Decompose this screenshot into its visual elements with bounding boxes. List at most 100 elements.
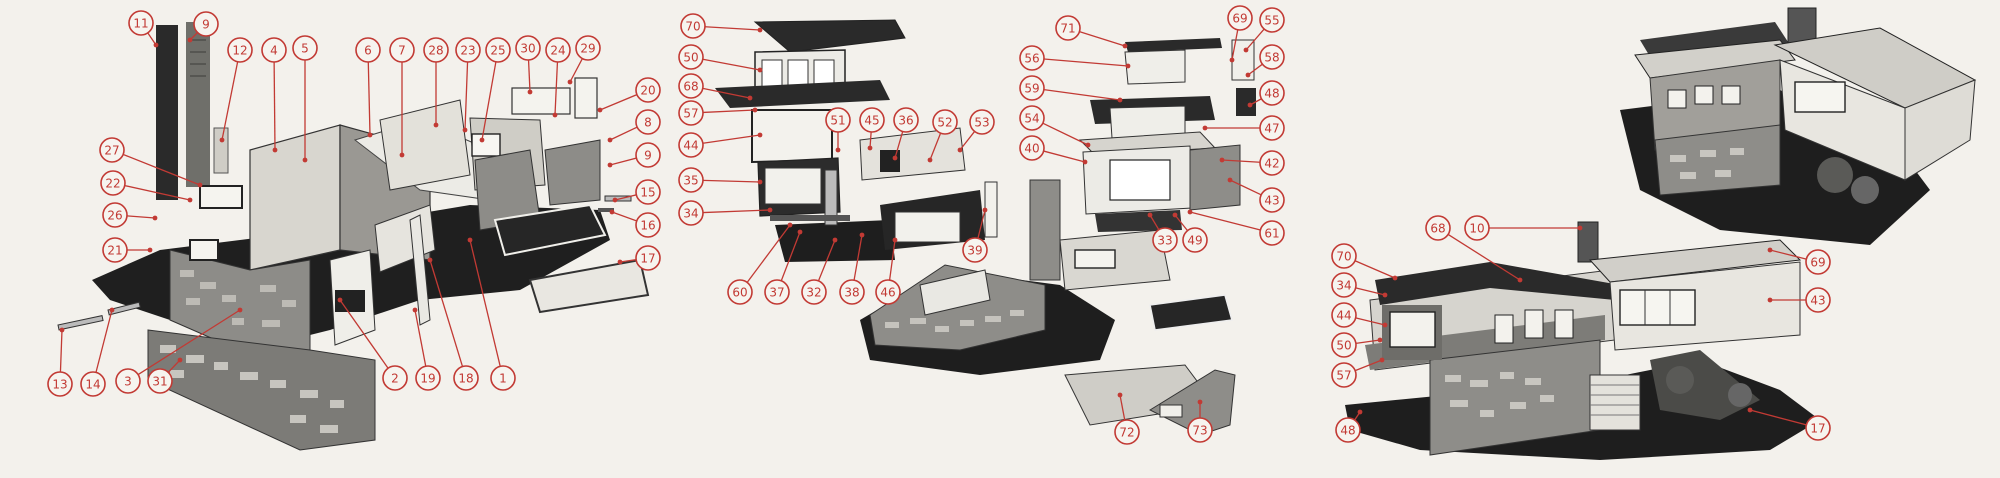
leader-line: [959, 131, 976, 151]
callout-10: 10: [1464, 215, 1583, 241]
callout-number: 29: [580, 42, 595, 56]
callout-number: 68: [683, 80, 698, 94]
leader-dot: [302, 157, 308, 163]
leader-line: [1221, 159, 1261, 163]
leader-dot: [835, 147, 841, 153]
callout-circle: [389, 37, 415, 63]
callout-number: 31: [152, 375, 167, 389]
callout-circle: [1805, 415, 1831, 441]
callout-circle: [635, 245, 661, 271]
callout-circle: [1259, 7, 1285, 33]
callout-number: 4: [270, 44, 278, 58]
leader-dot: [892, 155, 898, 161]
leader-dot: [152, 215, 158, 221]
leader-dot: [867, 145, 873, 151]
callout-number: 12: [232, 44, 247, 58]
leader-line: [1245, 28, 1265, 51]
leader-dot: [1125, 63, 1131, 69]
callout-29: 29: [567, 35, 601, 85]
callout-number: 3: [124, 375, 132, 389]
leader-line: [1043, 58, 1129, 67]
leader-line: [1119, 394, 1126, 421]
callout-circle: [1055, 15, 1081, 41]
callout-18: 18: [427, 257, 479, 391]
callout-38: 38: [839, 232, 865, 305]
leader-dot: [607, 137, 613, 143]
callout-48: 48: [1247, 80, 1285, 108]
leader-line: [1149, 214, 1160, 231]
leader-dot: [567, 79, 573, 85]
callout-number: 33: [1157, 234, 1172, 248]
callout-circle: [1182, 227, 1208, 253]
leader-dot: [479, 137, 485, 143]
leader-line: [977, 209, 986, 239]
leader-line: [95, 309, 113, 373]
leader-line: [1043, 88, 1121, 101]
leader-dot: [1747, 407, 1753, 413]
callout-55: 55: [1243, 7, 1285, 53]
callout-number: 58: [1264, 51, 1279, 65]
leader-line: [746, 224, 791, 283]
callout-60: 60: [727, 222, 793, 305]
callout-39: 39: [962, 207, 988, 263]
callout-number: 9: [202, 18, 210, 32]
callout-number: 43: [1810, 294, 1825, 308]
callout-51: 51: [825, 107, 851, 153]
callout-number: 34: [1336, 279, 1351, 293]
callout-number: 57: [683, 107, 698, 121]
callout-number: 69: [1232, 12, 1247, 26]
callout-circle: [839, 279, 865, 305]
callout-circle: [423, 37, 449, 63]
callout-number: 48: [1340, 424, 1355, 438]
callout-number: 50: [683, 51, 698, 65]
callout-number: 21: [107, 244, 122, 258]
callout-30: 30: [515, 35, 541, 95]
callout-number: 53: [974, 116, 989, 130]
callout-number: 48: [1264, 87, 1279, 101]
callout-circle: [1259, 220, 1285, 246]
callout-number: 43: [1264, 194, 1279, 208]
leader-line: [869, 131, 872, 149]
callout-33: 33: [1147, 212, 1178, 253]
callout-number: 37: [769, 286, 784, 300]
leader-dot: [1117, 97, 1123, 103]
leader-line: [469, 239, 501, 367]
callout-26: 26: [102, 202, 158, 228]
assembled-house-rear: [1620, 7, 1977, 245]
callout-circle: [1227, 5, 1253, 31]
callout-number: 42: [1264, 157, 1279, 171]
leader-line: [273, 61, 276, 151]
leader-dot: [1382, 292, 1388, 298]
leader-line: [929, 132, 942, 161]
callout-circle: [102, 202, 128, 228]
leader-line: [609, 126, 638, 141]
leader-line: [1355, 317, 1386, 326]
callout-circle: [1259, 187, 1285, 213]
leader-dot: [747, 95, 753, 101]
callout-number: 49: [1187, 234, 1202, 248]
leader-dot: [832, 237, 838, 243]
leader-dot: [612, 197, 618, 203]
leader-line: [817, 239, 836, 282]
callout-23: 23: [455, 37, 481, 133]
leader-line: [611, 211, 637, 222]
callout-number: 16: [640, 219, 655, 233]
callout-number: 10: [1469, 222, 1484, 236]
callout-52: 52: [927, 109, 958, 163]
callout-number: 7: [398, 44, 406, 58]
leader-dot: [433, 122, 439, 128]
leader-line: [702, 179, 761, 183]
callout-circle: [99, 137, 125, 163]
callout-24: 24: [545, 37, 571, 118]
callout-number: 13: [52, 378, 67, 392]
leader-dot: [1202, 125, 1208, 131]
callout-70: 70: [680, 13, 763, 39]
callout-number: 24: [550, 44, 565, 58]
callout-61: 61: [1187, 209, 1285, 246]
callout-number: 23: [460, 44, 475, 58]
leader-dot: [1517, 277, 1523, 283]
callout-22: 22: [100, 170, 193, 203]
callout-number: 60: [732, 286, 747, 300]
leader-dot: [1082, 159, 1088, 165]
